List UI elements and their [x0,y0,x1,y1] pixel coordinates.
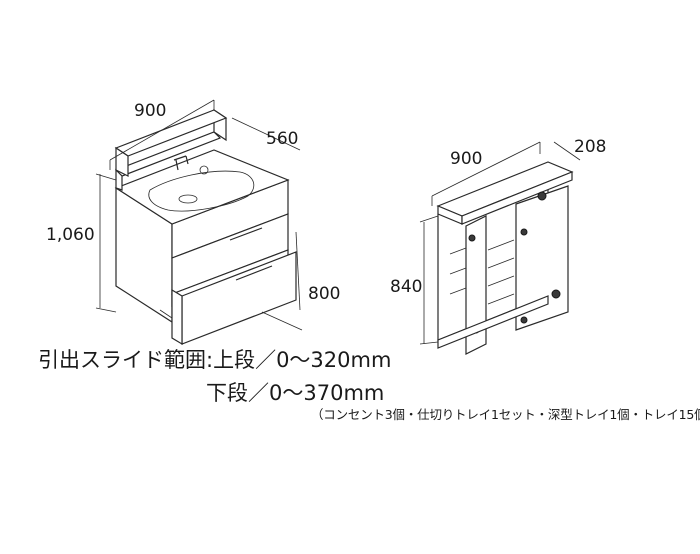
vanity-height-tick-top [95,173,117,181]
slide-range-lower: 下段／0～370mm [206,381,385,405]
vanity-width-label: 900 [134,101,166,121]
mirror-depth-line [553,141,581,161]
basin-drain [178,194,198,204]
drawer-depth-label: 800 [308,284,340,304]
mirror-height-tick-bottom [419,341,439,345]
mirror-width-line [431,141,541,197]
vanity-basin [148,170,255,212]
mirror-outlet-icon [537,191,547,201]
slide-range-upper: 引出スライド範囲:上段／0～320mm [38,348,392,372]
door-knob-icon [468,234,476,242]
vanity-backsplash-side [115,168,123,191]
drawer-depth-line [261,311,303,331]
vanity-unit: 900 560 1,060 800 [46,99,340,346]
faucet-icon [173,155,189,171]
mirror-width-label: 900 [450,149,482,169]
vanity-width-line [109,99,215,161]
mirror-shelf-1 [487,239,515,251]
drawer-depth-ext [295,231,301,311]
mirror-cabinet: 900 208 840 [390,137,606,355]
mirror-depth-label: 208 [574,137,606,157]
vanity-height-label: 1,060 [46,225,95,245]
lower-drawer-handle [235,265,273,281]
vanity-toe [159,309,173,319]
vanity-depth-label: 560 [266,129,298,149]
mirror-left-shelf-3 [449,287,467,295]
mirror-shelf-3 [487,275,515,287]
mirror-left-shelf-1 [449,247,467,255]
mirror-shelf-4 [487,293,515,305]
vanity-countertop [114,149,290,225]
mirror-cabinet-base [437,295,549,349]
mirror-light-bar-front [461,171,573,225]
accessories-note: （コンセント3個・仕切りトレイ1セット・深型トレイ1個・トレイ15個付） [311,407,700,422]
lower-drawer-side [171,288,183,346]
door-knob-icon-3 [520,228,528,236]
mirror-shelf-2 [487,257,515,269]
mirror-height-tick-top [419,215,439,223]
vanity-depth-line [231,117,301,151]
mirror-outlet-icon-2 [551,289,561,299]
upper-drawer-handle [229,227,263,241]
vanity-height-tick-bottom [95,307,117,313]
door-knob-icon-4 [520,316,528,324]
mirror-left-shelf-2 [449,267,467,275]
mirror-height-label: 840 [390,277,422,297]
mirror-left-door [465,215,487,355]
faucet-handle-icon [199,165,209,175]
